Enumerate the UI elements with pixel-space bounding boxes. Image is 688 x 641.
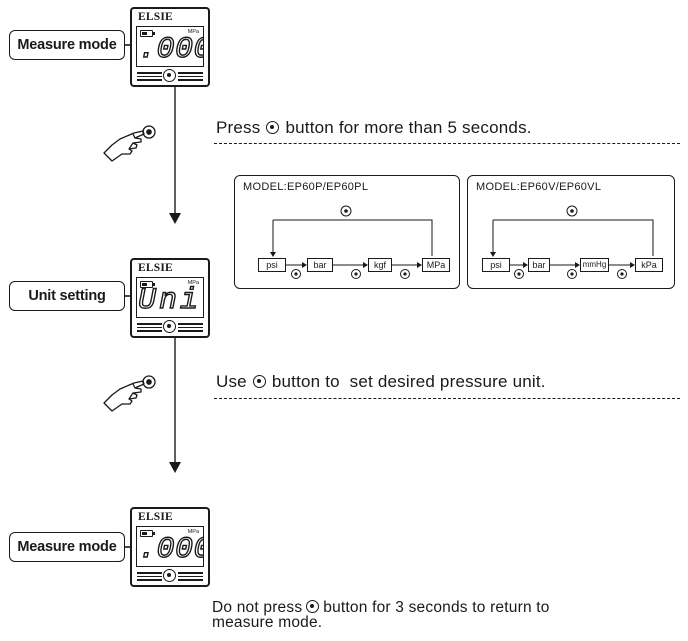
unit-cycle-diagram <box>490 205 654 279</box>
dashed-underline <box>214 398 680 399</box>
gauge-device: ELSIE MPa Uni <box>130 258 210 338</box>
model-title: MODEL:EP60V/EP60VL <box>476 181 602 193</box>
battery-icon <box>140 530 155 537</box>
press-button-icon <box>266 121 280 134</box>
step-text-after: button for more than 5 seconds. <box>285 118 532 137</box>
pressing-hand-icon <box>103 125 156 162</box>
unit-box-kgf: kgf <box>368 258 392 272</box>
unit-box-bar: bar <box>528 258 550 272</box>
unit-indicator: MPa <box>187 529 199 535</box>
dashed-underline <box>214 143 680 144</box>
model-panel-ep60p: MODEL:EP60P/EP60PL <box>234 175 460 289</box>
press-button-icon[interactable] <box>163 69 176 82</box>
unit-indicator: MPa <box>187 29 199 35</box>
note-line-2: measure mode. <box>212 613 323 631</box>
display-value: .000 <box>137 533 203 567</box>
model-title: MODEL:EP60P/EP60PL <box>243 181 369 193</box>
battery-icon <box>140 30 155 37</box>
unit-box-mpa: MPa <box>422 258 450 272</box>
lcd-display: MPa .000 <box>136 26 204 67</box>
gauge-device: ELSIE MPa .000 <box>130 507 210 587</box>
unit-box-psi: psi <box>482 258 510 272</box>
brand-logo: ELSIE <box>138 511 173 523</box>
stage-label-text: Unit setting <box>28 288 106 304</box>
stage-label-measure-mode: Measure mode <box>9 30 125 60</box>
unit-box-mmhg: mmHg <box>580 258 609 272</box>
device-bottom <box>137 569 203 582</box>
device-bottom <box>137 320 203 333</box>
pressing-hand-icon <box>103 375 156 412</box>
stage-label-text: Measure mode <box>17 539 117 555</box>
battery-icon <box>140 281 155 288</box>
lcd-display: MPa Uni <box>136 277 204 318</box>
device-bottom <box>137 69 203 82</box>
note-text-after: button for 3 seconds to return to <box>323 599 550 616</box>
step-text-before: Use <box>216 372 247 391</box>
unit-box-psi: psi <box>258 258 286 272</box>
unit-box-bar: bar <box>307 258 333 272</box>
step-instruction-select-unit: Use button to set desired pressure unit. <box>216 372 546 392</box>
unit-box-kpa: kPa <box>635 258 663 272</box>
stage-label-text: Measure mode <box>17 37 117 53</box>
press-button-icon[interactable] <box>163 569 176 582</box>
display-value: Uni <box>137 284 202 318</box>
gauge-device: ELSIE MPa .000 <box>130 7 210 87</box>
press-button-icon <box>252 375 266 388</box>
display-value: .000 <box>137 33 203 67</box>
press-button-icon <box>306 600 320 613</box>
model-panel-ep60v: MODEL:EP60V/EP60VL <box>467 175 675 289</box>
stage-label-measure-mode: Measure mode <box>9 532 125 562</box>
unit-indicator: MPa <box>187 280 199 286</box>
press-button-icon[interactable] <box>163 320 176 333</box>
note-line-1: Do not press button for 3 seconds to retu… <box>212 600 550 616</box>
step-instruction-long-press: Press button for more than 5 seconds. <box>216 118 532 138</box>
step-text-after: button to set desired pressure unit. <box>271 372 546 391</box>
arrow-down-icon <box>169 213 181 224</box>
brand-logo: ELSIE <box>138 11 173 23</box>
step-text-before: Press <box>216 118 261 137</box>
note-text-before: Do not press <box>212 599 303 616</box>
brand-logo: ELSIE <box>138 262 173 274</box>
unit-cycle-diagram <box>270 205 433 279</box>
return-note: Do not press button for 3 seconds to retu… <box>212 600 550 630</box>
lcd-display: MPa .000 <box>136 526 204 567</box>
stage-label-unit-setting: Unit setting <box>9 281 125 311</box>
arrow-down-icon <box>169 462 181 473</box>
